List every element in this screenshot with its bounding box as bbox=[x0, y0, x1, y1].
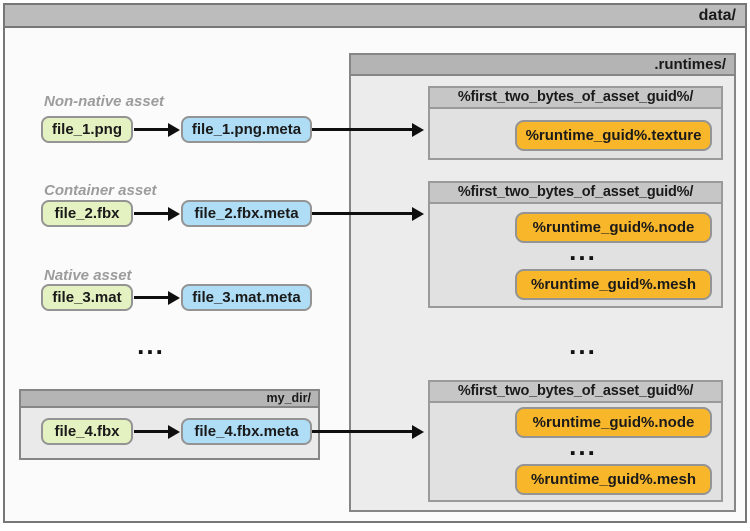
asset-file-pill: file_2.fbx bbox=[41, 200, 133, 227]
data-folder-header: data/ bbox=[5, 5, 745, 28]
ellipsis: ... bbox=[569, 431, 597, 461]
runtimes-folder-header: .runtimes/ bbox=[351, 55, 734, 76]
ellipsis: ... bbox=[569, 236, 597, 266]
arrow bbox=[134, 128, 168, 131]
meta-file-pill: file_2.fbx.meta bbox=[181, 200, 312, 227]
runtime-file-pill: %runtime_guid%.texture bbox=[515, 120, 712, 151]
asset-category-label: Non-native asset bbox=[44, 93, 165, 110]
guid-folder-header: %first_two_bytes_of_asset_guid%/ bbox=[430, 183, 721, 204]
runtime-file-pill: %runtime_guid%.node bbox=[515, 212, 712, 243]
runtime-file-pill: %runtime_guid%.mesh bbox=[515, 269, 712, 300]
asset-file-pill: file_1.png bbox=[41, 116, 133, 143]
guid-folder-header: %first_two_bytes_of_asset_guid%/ bbox=[430, 382, 721, 403]
ellipsis: ... bbox=[137, 330, 165, 360]
asset-file-pill: file_3.mat bbox=[41, 284, 133, 311]
mydir-folder-box: my_dir/ bbox=[19, 389, 320, 460]
arrow bbox=[134, 430, 168, 433]
meta-file-pill: file_1.png.meta bbox=[181, 116, 312, 143]
ellipsis: ... bbox=[569, 330, 597, 360]
asset-category-label: Container asset bbox=[44, 182, 157, 199]
arrow bbox=[312, 430, 412, 433]
meta-file-pill: file_4.fbx.meta bbox=[181, 418, 312, 445]
arrow bbox=[312, 212, 412, 215]
runtime-file-pill: %runtime_guid%.mesh bbox=[515, 464, 712, 495]
runtime-file-pill: %runtime_guid%.node bbox=[515, 407, 712, 438]
guid-folder-header: %first_two_bytes_of_asset_guid%/ bbox=[430, 88, 721, 109]
arrow bbox=[134, 296, 168, 299]
asset-file-pill: file_4.fbx bbox=[41, 418, 133, 445]
arrow bbox=[312, 128, 412, 131]
asset-category-label: Native asset bbox=[44, 267, 132, 284]
meta-file-pill: file_3.mat.meta bbox=[181, 284, 312, 311]
arrow bbox=[134, 212, 168, 215]
mydir-folder-header: my_dir/ bbox=[21, 391, 318, 408]
